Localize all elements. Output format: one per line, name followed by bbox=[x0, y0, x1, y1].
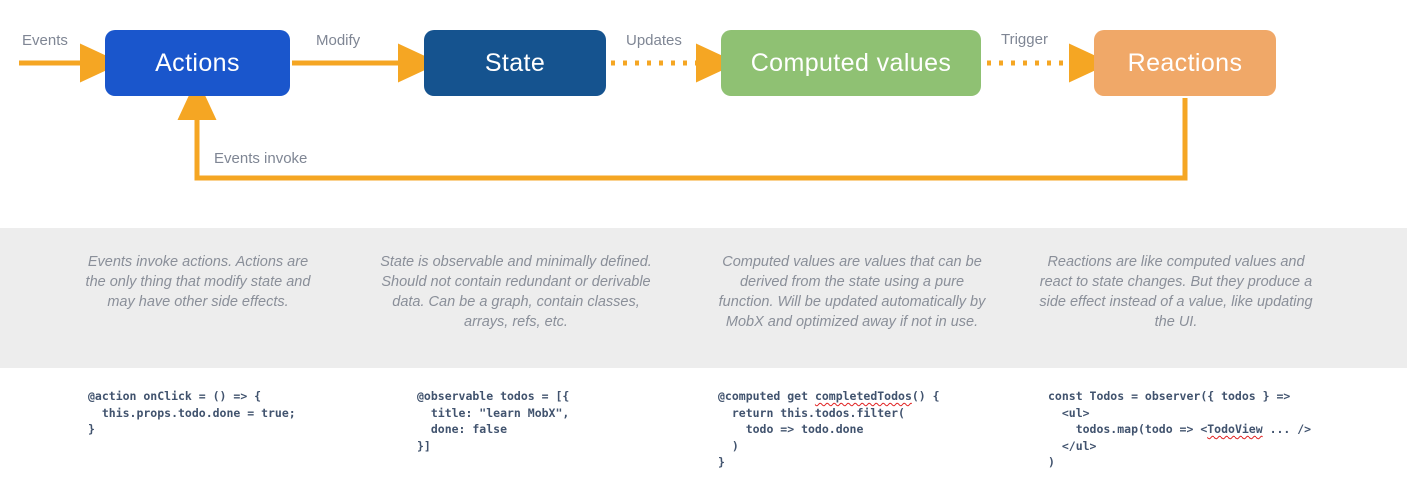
description-band: Events invoke actions. Actions are the o… bbox=[0, 228, 1407, 368]
flow-connectors bbox=[19, 43, 1188, 181]
description-state: State is observable and minimally define… bbox=[380, 254, 652, 330]
edge-label-events: Events bbox=[22, 32, 68, 49]
node-state[interactable]: State bbox=[424, 30, 606, 96]
node-reactions[interactable]: Reactions bbox=[1094, 30, 1276, 96]
node-state-label: State bbox=[484, 48, 546, 77]
node-actions[interactable]: Actions bbox=[105, 30, 290, 96]
node-computed-values-label: Computed values bbox=[750, 48, 952, 77]
node-reactions-label: Reactions bbox=[1127, 48, 1243, 77]
node-computed-values[interactable]: Computed values bbox=[721, 30, 981, 96]
edge-label-trigger: Trigger bbox=[1001, 31, 1048, 48]
edge-label-events-invoke: Events invoke bbox=[214, 150, 308, 167]
spellcheck-squiggle: TodoView bbox=[1207, 422, 1263, 436]
edge-label-modify: Modify bbox=[316, 32, 361, 49]
code-sample-action: @action onClick = () => { this.props.tod… bbox=[88, 389, 296, 436]
spellcheck-squiggle: completedTodos bbox=[814, 389, 912, 403]
edge-events-invoke bbox=[177, 78, 1188, 181]
code-sample-computed: @computed get completedTodos() { return … bbox=[718, 389, 940, 469]
code-sample-observer: const Todos = observer({ todos } => <ul>… bbox=[1048, 389, 1312, 469]
flow-diagram: Actions State Computed values Reactions … bbox=[0, 0, 1407, 215]
code-sample-observable: @observable todos = [{ title: "learn Mob… bbox=[417, 389, 570, 453]
description-actions: Events invoke actions. Actions are the o… bbox=[85, 254, 311, 310]
description-computed: Computed values are values that can be d… bbox=[718, 254, 986, 330]
description-reactions: Reactions are like computed values and r… bbox=[1039, 254, 1313, 330]
edge-label-updates: Updates bbox=[626, 32, 682, 49]
node-actions-label: Actions bbox=[155, 48, 240, 77]
